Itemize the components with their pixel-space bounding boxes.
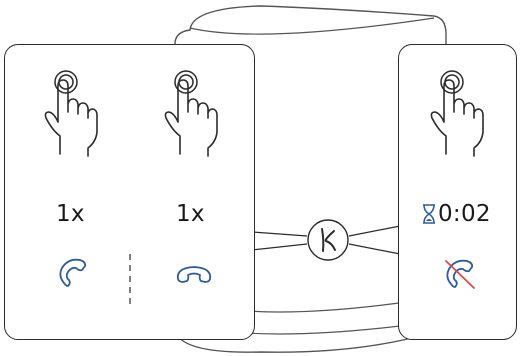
phone-cancel-icon: [445, 259, 475, 289]
hourglass-icon: [423, 204, 435, 224]
k-logo-icon: [307, 219, 349, 261]
tap-gesture-icon: [164, 70, 218, 157]
hold-time-label: 0:02: [438, 201, 491, 227]
press-count-label: 1x: [176, 201, 205, 227]
connector-lines: [251, 225, 401, 255]
phone-hangup-icon: [176, 266, 212, 283]
tap-gesture-icon: [44, 70, 98, 157]
column-divider: [129, 254, 131, 306]
phone-answer-icon: [59, 258, 87, 287]
press-count-label: 1x: [56, 201, 85, 227]
tap-gesture-icon: [430, 70, 484, 157]
hold-action-panel: [398, 44, 517, 340]
